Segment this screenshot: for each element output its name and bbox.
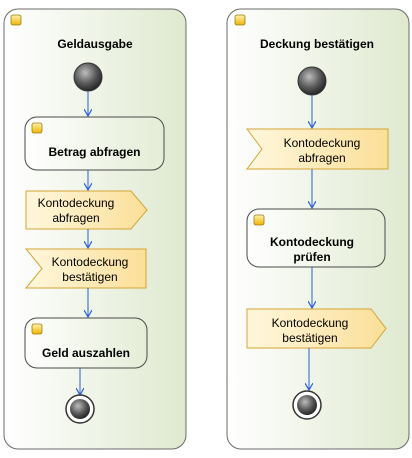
final-node-left-inner (70, 399, 90, 419)
signal-label: Kontodeckung bestätigen (51, 255, 129, 284)
signal-label: Kontodeckung bestätigen (271, 316, 349, 345)
signal-label: Kontodeckung abfragen (37, 196, 115, 225)
action-icon (31, 122, 43, 134)
action-kontodeckung-pruefen[interactable] (246, 208, 386, 268)
action-icon (31, 323, 43, 335)
action-betrag-abfragen[interactable] (24, 116, 165, 171)
action-label: Kontodeckung prüfen (270, 235, 354, 264)
activity-title-right: Deckung bestätigen (259, 37, 375, 51)
action-label: Geld auszahlen (41, 346, 131, 360)
action-icon (253, 214, 265, 226)
initial-node-left[interactable] (73, 62, 103, 92)
activity-icon-right (234, 14, 246, 26)
signal-label: Kontodeckung abfragen (283, 136, 361, 165)
send-signal-kontodeckung-abfragen[interactable] (25, 190, 148, 230)
initial-node-right[interactable] (297, 66, 327, 96)
activity-icon-left (10, 14, 22, 26)
final-node-right-inner (297, 395, 317, 415)
receive-signal-kontodeckung-bestaetigen[interactable] (24, 248, 147, 289)
activity-title-left: Geldausgabe (57, 37, 133, 51)
action-label: Betrag abfragen (48, 145, 141, 159)
action-geld-auszahlen[interactable] (24, 317, 148, 369)
receive-signal-kontodeckung-abfragen[interactable] (246, 128, 389, 170)
send-signal-kontodeckung-bestaetigen[interactable] (246, 308, 387, 349)
